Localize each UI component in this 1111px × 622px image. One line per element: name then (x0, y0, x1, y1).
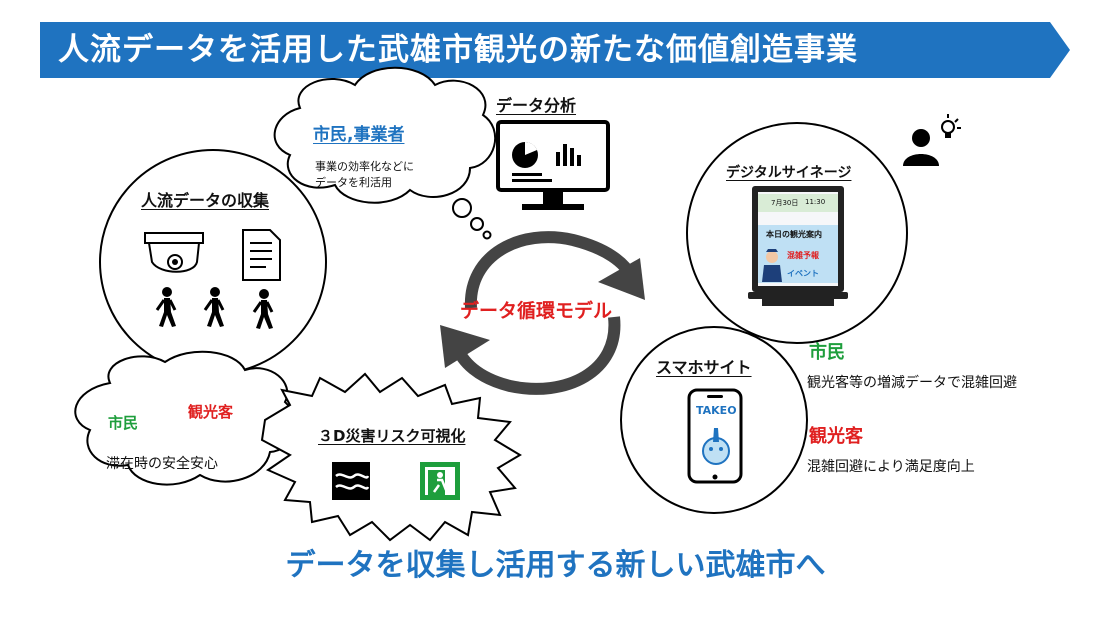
disaster-starburst (260, 372, 522, 542)
page-title: 人流データを活用した武雄市観光の新たな価値創造事業 (58, 32, 858, 68)
data-cycle-model-label: データ循環モデル (460, 300, 613, 322)
benefit-tourist-text: 混雑回避により満足度向上 (807, 459, 975, 475)
mascot-icon (702, 428, 730, 465)
flood-icon (332, 462, 370, 500)
person-idea-icon (903, 114, 961, 166)
camera-icon (144, 232, 204, 273)
benefit-citizen-label: 市民 (809, 342, 845, 363)
footer-slogan: データを収集し活用する新しい武雄市へ (285, 548, 826, 583)
benefit-tourist-label: 観光客 (809, 426, 863, 447)
signage-time: 11:30 (805, 198, 826, 206)
benefit-citizen-text: 観光客等の増減データで混雑回避 (807, 375, 1017, 391)
disaster-citizen-label: 市民 (108, 414, 139, 432)
document-icon (242, 229, 281, 281)
pedestrian-icon-1 (155, 287, 177, 327)
disaster-tourist-label: 観光客 (188, 403, 234, 421)
emergency-exit-icon (420, 462, 460, 500)
cycle-arrows (440, 231, 645, 395)
signage-item-event: イベント (787, 269, 819, 278)
citizens-business-text-1: 事業の効率化などに (315, 160, 414, 173)
disaster-bubble-text: 滞在時の安全安心 (106, 456, 218, 472)
smartphone-label: スマホサイト (656, 358, 752, 377)
signage-label: デジタルサイネージ (726, 165, 852, 181)
disaster-cloud (74, 350, 297, 486)
monitor-icon (496, 120, 610, 210)
title-banner (40, 22, 1070, 78)
disaster-label: ３D災害リスク可視化 (318, 427, 466, 445)
signage-item-congestion: 混雑予報 (787, 251, 819, 260)
data-collection-label: 人流データの収集 (141, 191, 270, 210)
citizens-business-cloud (273, 66, 497, 240)
guide-person-icon (762, 249, 782, 282)
data-analysis-label: データ分析 (496, 96, 577, 115)
citizens-business-label: 市民,事業者 (313, 125, 405, 145)
signage-date: 7月30日 (771, 199, 799, 207)
pedestrian-icon-2 (203, 287, 225, 327)
signage-screen-title: 本日の観光案内 (766, 230, 822, 239)
pedestrian-icon-3 (252, 289, 274, 329)
citizens-business-text-2: データを利活用 (315, 176, 392, 189)
data-collection-circle (99, 149, 327, 375)
smartphone-brand: TAKEO (696, 404, 737, 417)
